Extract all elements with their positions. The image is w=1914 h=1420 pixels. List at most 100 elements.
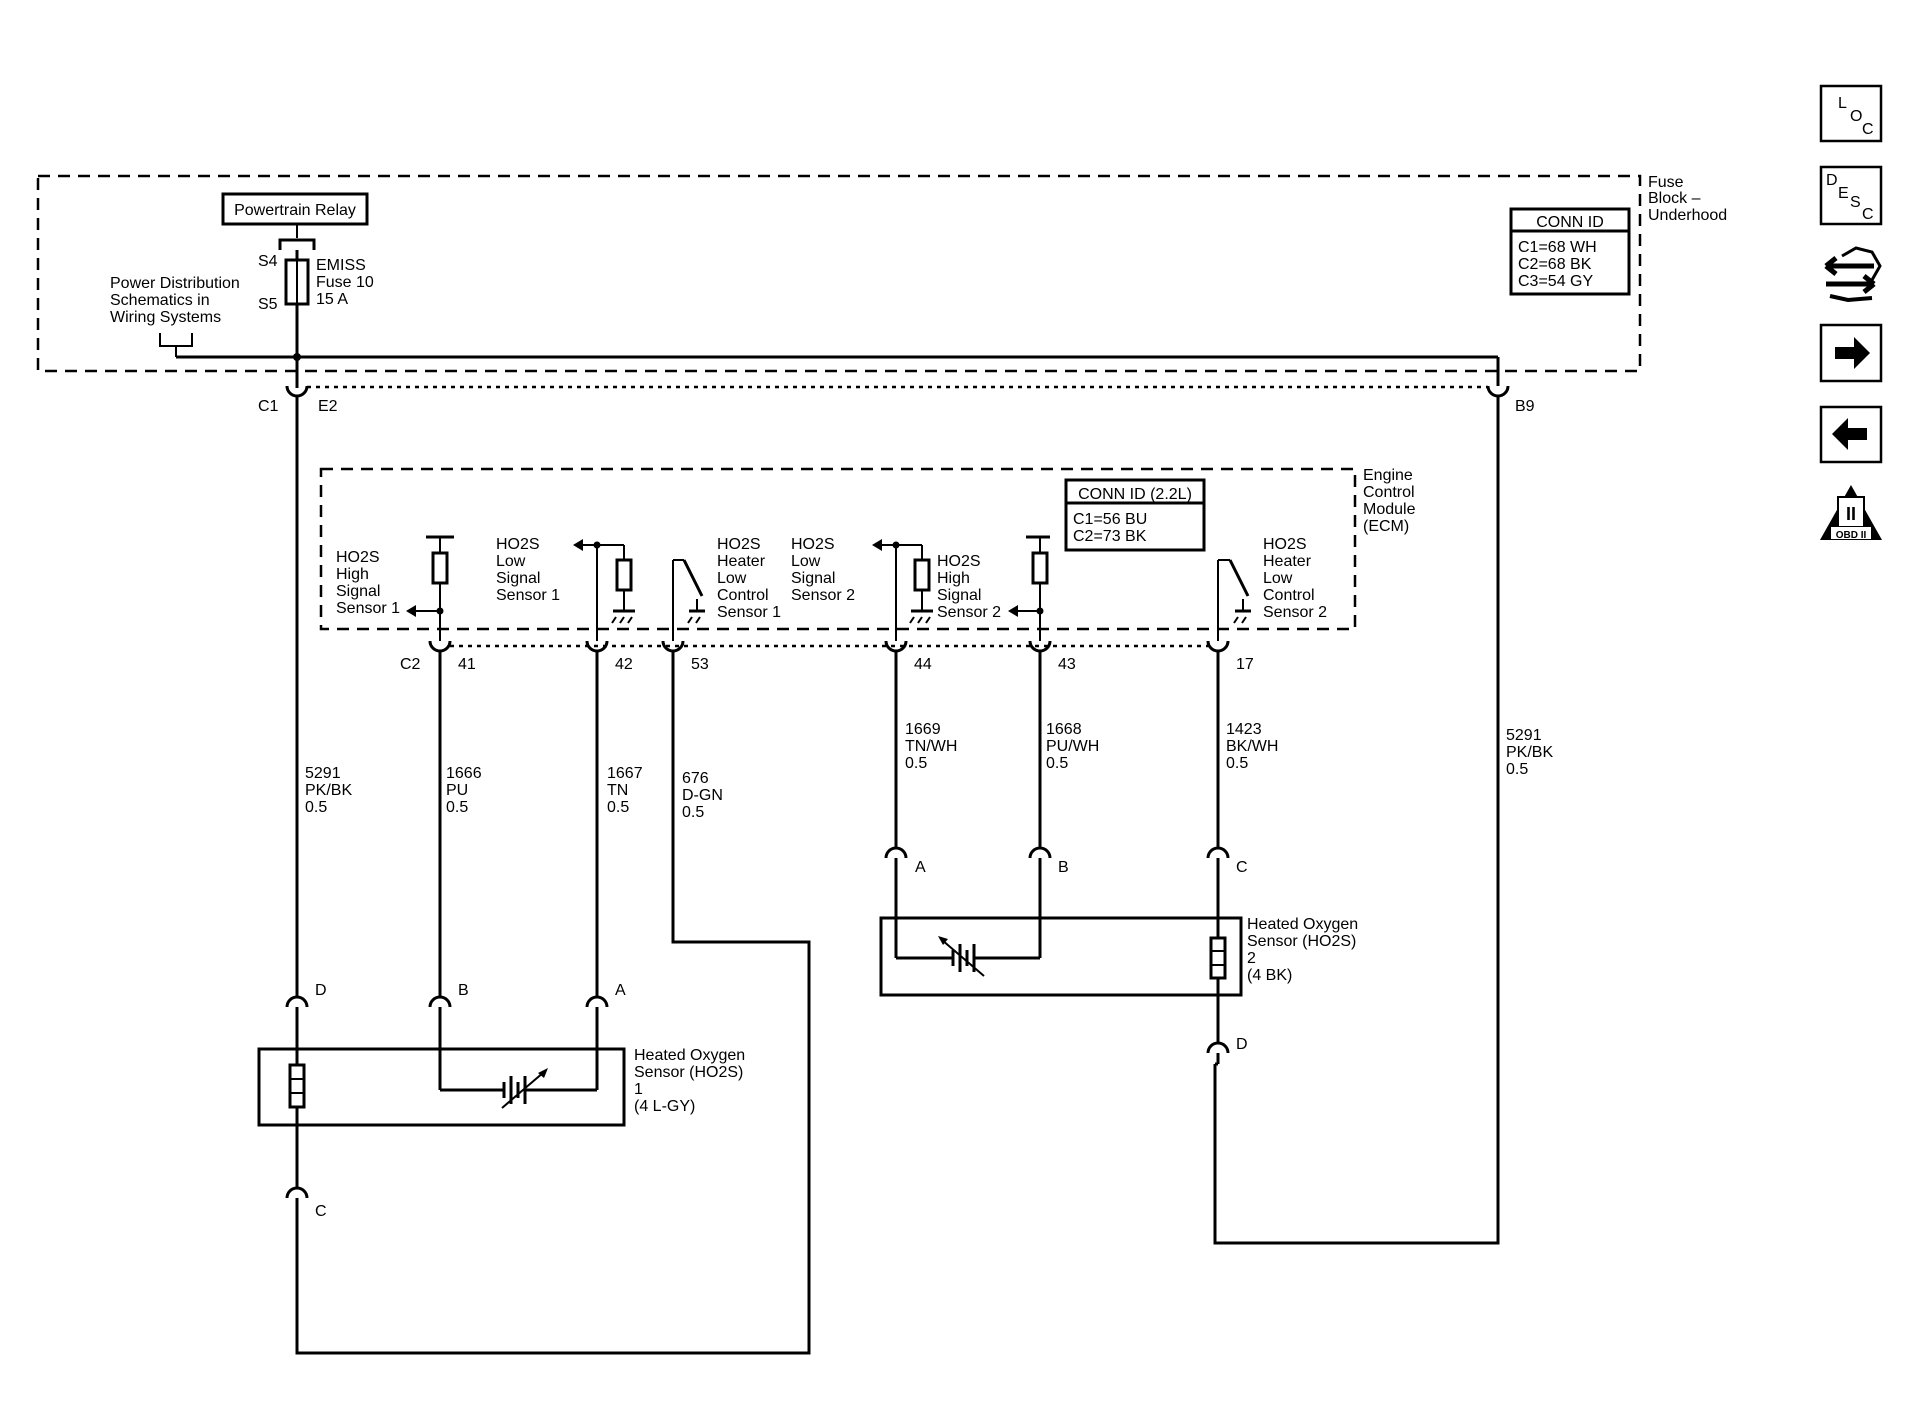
svg-text:1423: 1423 xyxy=(1226,721,1262,738)
sensor1-title: Heated Oxygen Sensor (HO2S) 1 (4 L-GY) xyxy=(634,1047,745,1115)
svg-text:1666: 1666 xyxy=(446,765,482,782)
sensor1-heater xyxy=(285,1007,309,1208)
svg-text:Sensor 2: Sensor 2 xyxy=(1263,604,1327,621)
fuse-block-conn-id: CONN ID C1=68 WH C2=68 BK C3=54 GY xyxy=(1509,207,1631,296)
svg-text:Sensor 1: Sensor 1 xyxy=(717,604,781,621)
wire-label-5291-b: 5291 PK/BK 0.5 xyxy=(1506,727,1553,778)
svg-text:C1=68 WH: C1=68 WH xyxy=(1518,239,1597,256)
sensor2-heater xyxy=(1206,858,1230,1066)
wire-label-1668: 1668 PU/WH 0.5 xyxy=(1046,721,1099,772)
wire-label-1423: 1423 BK/WH 0.5 xyxy=(1226,721,1278,772)
svg-text:Low: Low xyxy=(496,553,526,570)
svg-text:0.5: 0.5 xyxy=(607,799,629,816)
wire-676 xyxy=(295,651,811,1355)
svg-text:High: High xyxy=(937,570,970,587)
svg-text:TN: TN xyxy=(607,782,628,799)
label-low-signal-sensor-2: HO2S Low Signal Sensor 2 xyxy=(791,536,855,604)
ecm-conn-id: CONN ID (2.2L) C1=56 BU C2=73 BK xyxy=(1064,478,1206,552)
svg-text:Fuse: Fuse xyxy=(1648,174,1684,191)
svg-text:PU/WH: PU/WH xyxy=(1046,738,1099,755)
sensor1-pin-d-label: D xyxy=(315,982,327,999)
connector-view-icon[interactable] xyxy=(1824,246,1882,303)
svg-text:(ECM): (ECM) xyxy=(1363,518,1409,535)
svg-text:HO2S: HO2S xyxy=(496,536,540,553)
svg-text:5291: 5291 xyxy=(305,765,341,782)
svg-text:1669: 1669 xyxy=(905,721,941,738)
emiss-fuse-label: EMISS Fuse 10 15 A xyxy=(316,257,374,308)
sensor1-pin-b-label: B xyxy=(458,982,469,999)
svg-text:D: D xyxy=(1826,172,1838,189)
previous-page-icon[interactable] xyxy=(1819,405,1883,464)
svg-text:PK/BK: PK/BK xyxy=(305,782,352,799)
svg-text:Block –: Block – xyxy=(1648,190,1701,207)
ecm-circuit-heater-control-2 xyxy=(1217,559,1251,641)
ecm-title: Engine Control Module (ECM) xyxy=(1363,467,1416,535)
svg-text:C1=56 BU: C1=56 BU xyxy=(1073,511,1147,528)
ecm-circuit-high-signal-2 xyxy=(1008,535,1050,641)
svg-text:Control: Control xyxy=(717,587,769,604)
pin-44-label: 44 xyxy=(914,656,932,673)
loc-icon[interactable]: L O C xyxy=(1819,84,1883,143)
sensor2-element-circuit xyxy=(894,858,1042,977)
svg-text:Sensor 2: Sensor 2 xyxy=(937,604,1001,621)
svg-text:Fuse 10: Fuse 10 xyxy=(316,274,374,291)
svg-text:5291: 5291 xyxy=(1506,727,1542,744)
ecm-circuit-heater-control-1 xyxy=(672,559,705,641)
next-page-icon[interactable] xyxy=(1819,323,1883,383)
sensor1-pin-a-label: A xyxy=(615,982,626,999)
connector-b9 xyxy=(1486,385,1510,398)
ecm-boundary xyxy=(319,467,1357,631)
svg-text:Low: Low xyxy=(791,553,821,570)
svg-text:Sensor 1: Sensor 1 xyxy=(336,600,400,617)
svg-text:HO2S: HO2S xyxy=(1263,536,1307,553)
svg-text:C: C xyxy=(1862,121,1874,138)
svg-text:(4 BK): (4 BK) xyxy=(1247,967,1292,984)
svg-text:Control: Control xyxy=(1263,587,1315,604)
svg-text:1667: 1667 xyxy=(607,765,643,782)
s5-label: S5 xyxy=(258,296,278,313)
pin-17-label: 17 xyxy=(1236,656,1254,673)
fuse-block-boundary xyxy=(36,174,1642,373)
svg-text:Signal: Signal xyxy=(336,583,380,600)
power-distribution-reference: Power Distribution Schematics in Wiring … xyxy=(110,275,240,357)
wire-label-1669: 1669 TN/WH 0.5 xyxy=(905,721,957,772)
svg-text:0.5: 0.5 xyxy=(1226,755,1248,772)
svg-text:Sensor 1: Sensor 1 xyxy=(496,587,560,604)
svg-text:2: 2 xyxy=(1247,950,1256,967)
svg-text:Signal: Signal xyxy=(791,570,835,587)
svg-text:0.5: 0.5 xyxy=(905,755,927,772)
svg-text:High: High xyxy=(336,566,369,583)
c2-label: C2 xyxy=(400,656,421,673)
pin-43-label: 43 xyxy=(1058,656,1076,673)
wire-label-676: 676 D-GN 0.5 xyxy=(682,770,723,821)
svg-text:(4 L-GY): (4 L-GY) xyxy=(634,1098,695,1115)
svg-text:Sensor 2: Sensor 2 xyxy=(791,587,855,604)
obd-ii-icon[interactable]: II OBD II xyxy=(1820,485,1882,541)
desc-icon[interactable]: D E S C xyxy=(1819,165,1883,226)
svg-text:S: S xyxy=(1850,194,1861,211)
svg-text:PK/BK: PK/BK xyxy=(1506,744,1553,761)
svg-text:OBD II: OBD II xyxy=(1836,530,1867,541)
svg-text:Heater: Heater xyxy=(1263,553,1312,570)
svg-text:0.5: 0.5 xyxy=(1506,761,1528,778)
svg-text:EMISS: EMISS xyxy=(316,257,366,274)
svg-text:E: E xyxy=(1838,185,1849,202)
svg-text:Signal: Signal xyxy=(496,570,540,587)
svg-text:C: C xyxy=(1862,206,1874,223)
sensor1-connectors xyxy=(285,984,609,1008)
svg-text:CONN ID: CONN ID xyxy=(1536,214,1604,231)
pin-41-label: 41 xyxy=(458,656,476,673)
b9-label: B9 xyxy=(1515,398,1535,415)
sensor2-pin-d-label: D xyxy=(1236,1036,1248,1053)
sensor2-connectors xyxy=(884,835,1230,859)
svg-text:0.5: 0.5 xyxy=(682,804,704,821)
label-heater-control-sensor-1: HO2S Heater Low Control Sensor 1 xyxy=(717,536,781,621)
svg-text:BK/WH: BK/WH xyxy=(1226,738,1278,755)
wire-label-5291-a: 5291 PK/BK 0.5 xyxy=(305,765,352,816)
svg-text:C2=73 BK: C2=73 BK xyxy=(1073,528,1147,545)
splice-dot xyxy=(293,353,301,361)
sensor2-pin-b-label: B xyxy=(1058,859,1069,876)
sensor2-title: Heated Oxygen Sensor (HO2S) 2 (4 BK) xyxy=(1247,916,1358,984)
wire-label-1667: 1667 TN 0.5 xyxy=(607,765,643,816)
